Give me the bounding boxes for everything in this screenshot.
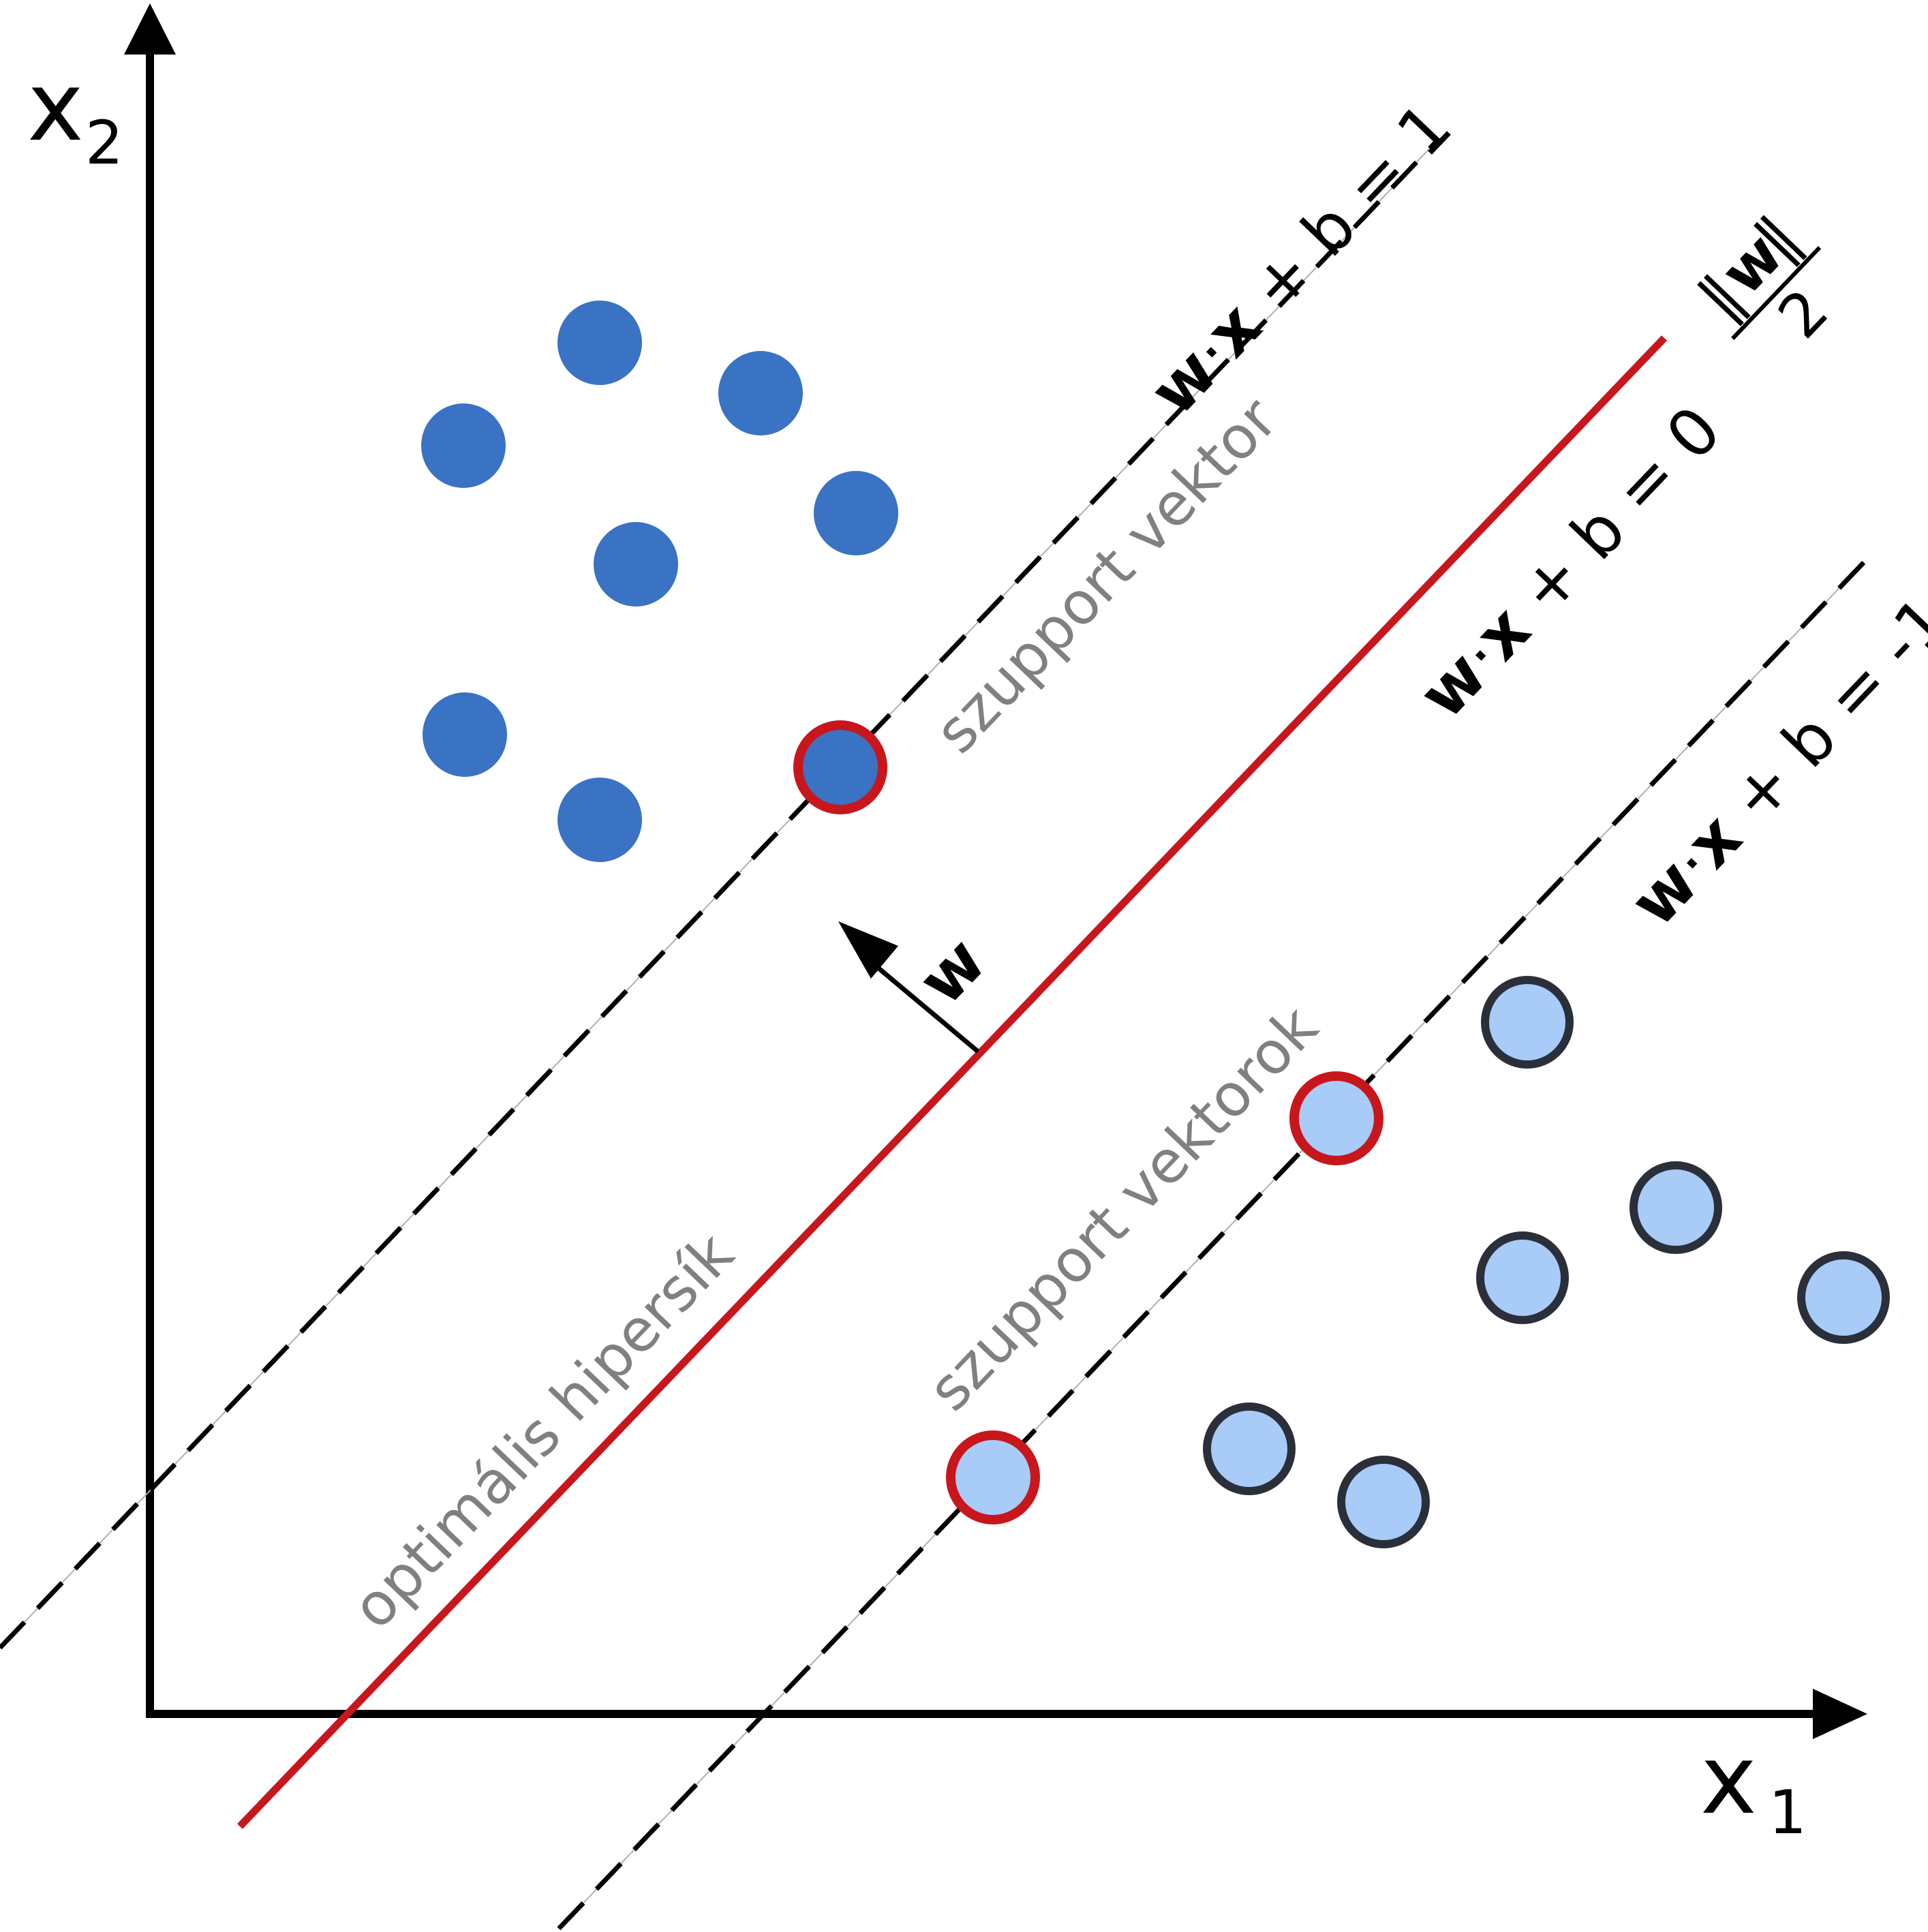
class-b-point	[1481, 976, 1574, 1069]
class-b-support-vector	[1289, 1071, 1383, 1165]
upper-margin-line	[0, 138, 1440, 1650]
class-b-point	[1629, 1161, 1722, 1254]
class-b-points	[946, 976, 1890, 1548]
class-a-point	[718, 351, 803, 435]
optimal-hyperplane-line	[237, 335, 1667, 1829]
class-a-points	[421, 301, 898, 862]
class-a-point	[557, 778, 642, 862]
support-vector-label: szupport vektor	[922, 385, 1291, 767]
x-axis-subscript: 1	[1769, 1777, 1807, 1847]
x-axis-arrowhead	[1813, 1689, 1867, 1739]
lower-margin-equation: w·x + b = -1	[1616, 583, 1928, 941]
class-b-point	[1337, 1456, 1430, 1548]
x-axis-letter: x	[1700, 1725, 1757, 1836]
axes	[124, 3, 1867, 1739]
upper-margin-equation: w·x + b = 1	[1135, 89, 1467, 430]
class-b-point	[1476, 1231, 1569, 1324]
class-a-point	[421, 403, 506, 488]
y-axis-label: x 2	[27, 52, 123, 178]
lower-margin-line	[557, 560, 1866, 1931]
class-b-point	[1203, 1402, 1296, 1495]
optimal-hyperplane-label: optimális hipersík	[339, 1220, 747, 1642]
normal-vector-arrow	[838, 921, 980, 1054]
y-axis-subscript: 2	[85, 108, 123, 178]
class-a-point	[557, 301, 642, 385]
margin-width-fraction: ‖ w ‖ 2	[1685, 202, 1842, 352]
normal-vector-label: w	[904, 923, 1000, 1019]
class-a-point	[594, 522, 678, 607]
x-axis-label: x 1	[1700, 1725, 1807, 1847]
y-axis-arrowhead	[124, 3, 176, 55]
class-b-support-vector	[946, 1430, 1040, 1524]
class-a-point	[423, 692, 507, 777]
class-a-point	[814, 471, 898, 555]
class-a-support-vector	[793, 720, 887, 814]
class-b-point	[1797, 1251, 1890, 1344]
y-axis-letter: x	[27, 52, 84, 163]
